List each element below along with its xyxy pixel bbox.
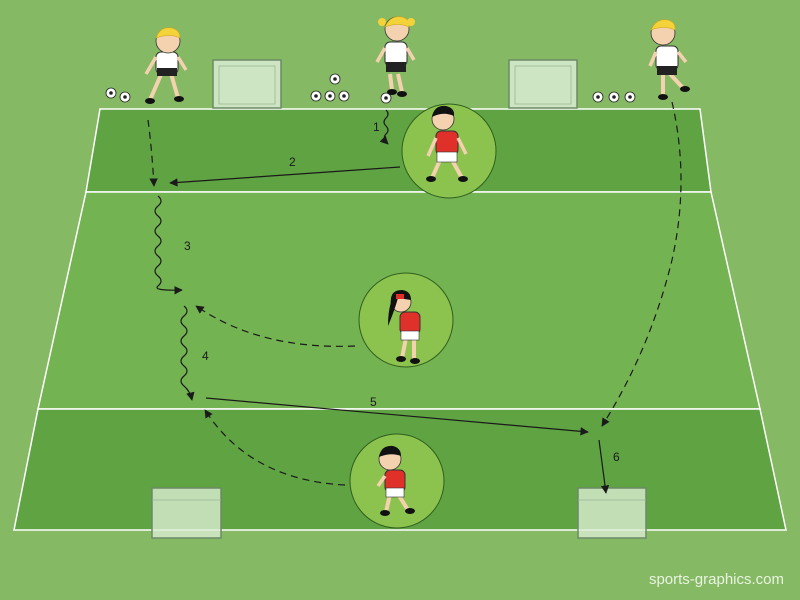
soccer-ball-icon: [624, 91, 636, 103]
step-label-2: 2: [289, 155, 296, 169]
arrow-icon: [169, 166, 401, 187]
arrow-icon: [601, 101, 682, 427]
defender-player-bottom: [376, 445, 415, 516]
step-label-1: 1: [373, 120, 380, 134]
soccer-ball-icon: [608, 91, 620, 103]
player-figure-icon: [376, 445, 415, 516]
movement-lines: [147, 101, 682, 494]
step-label-3: 3: [184, 239, 191, 253]
attacker-player-center: [375, 16, 416, 97]
attacker-player-left: [144, 27, 188, 104]
soccer-ball-icon: [329, 73, 341, 85]
soccer-ball-icon: [592, 91, 604, 103]
player-figure-icon: [426, 105, 468, 182]
watermark: sports-graphics.com: [649, 571, 784, 588]
arrow-icon: [195, 305, 356, 347]
step-label-5: 5: [370, 395, 377, 409]
arrow-icon: [147, 119, 158, 187]
goal-icon: [508, 59, 578, 109]
player-figure-icon: [144, 27, 188, 104]
arrow-icon: [180, 305, 195, 401]
defender-player-middle: [388, 290, 421, 364]
arrow-icon: [154, 195, 183, 295]
arrow-icon: [205, 397, 589, 436]
step-label-6: 6: [613, 450, 620, 464]
goal-icon: [151, 487, 222, 539]
goal-icon: [212, 59, 282, 109]
attacker-player-right: [648, 19, 690, 100]
soccer-ball-icon: [324, 90, 336, 102]
soccer-ball-icon: [338, 90, 350, 102]
defender-player-top: [426, 105, 468, 182]
soccer-ball-icon: [310, 90, 322, 102]
player-figure-icon: [375, 16, 416, 97]
goal-icon: [577, 487, 647, 539]
arrow-icon: [598, 439, 610, 494]
soccer-ball-icon: [105, 87, 117, 99]
zone-top: [85, 108, 712, 193]
arrow-icon: [379, 109, 389, 145]
soccer-ball-icon: [119, 91, 131, 103]
player-figure-icon: [388, 290, 421, 364]
player-figure-icon: [648, 19, 690, 100]
soccer-ball-group-right: [592, 91, 636, 103]
arrow-icon: [204, 409, 346, 486]
step-label-4: 4: [202, 349, 209, 363]
